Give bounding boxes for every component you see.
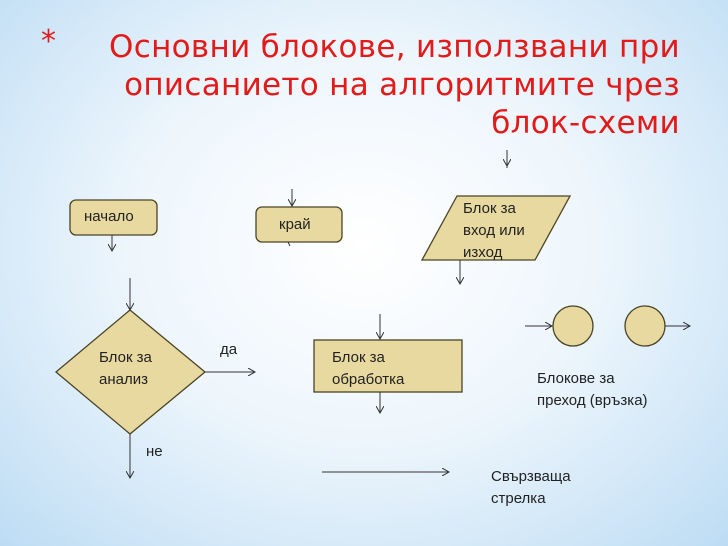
process-label-1: Блок за [332,349,385,366]
connector-label-1: Блокове за [537,370,615,387]
end-block [255,206,343,243]
decision-label-1: Блок за [99,349,152,366]
start-block [69,199,158,236]
start-label: начало [84,208,134,225]
io-block [420,195,572,261]
connector-circle-in [552,305,594,347]
io-label-3: изход [463,244,503,261]
process-block [313,339,463,393]
title-bullet: * [41,24,56,59]
end-tail [287,241,291,247]
process-label-2: обработка [332,371,405,388]
title-line-1: Основни блокове, използвани при [109,29,680,65]
title-line-3: блок-схеми [491,105,680,141]
connector-label-2: преход (връзка) [537,392,648,409]
decision-yes-label: да [220,341,238,358]
io-label-2: вход или [463,222,525,239]
title-line-2: описанието на алгоритмите чрез [124,67,680,103]
page-title: Основни блокове, използвани при описание… [40,28,680,142]
arrow-label-2: стрелка [491,490,546,507]
decision-no-label: не [146,443,163,460]
connector-circle-out [624,305,666,347]
end-label: край [279,216,311,233]
arrow-label-1: Свързваща [491,468,571,485]
decision-label-2: анализ [99,371,148,388]
io-label-1: Блок за [463,200,516,217]
